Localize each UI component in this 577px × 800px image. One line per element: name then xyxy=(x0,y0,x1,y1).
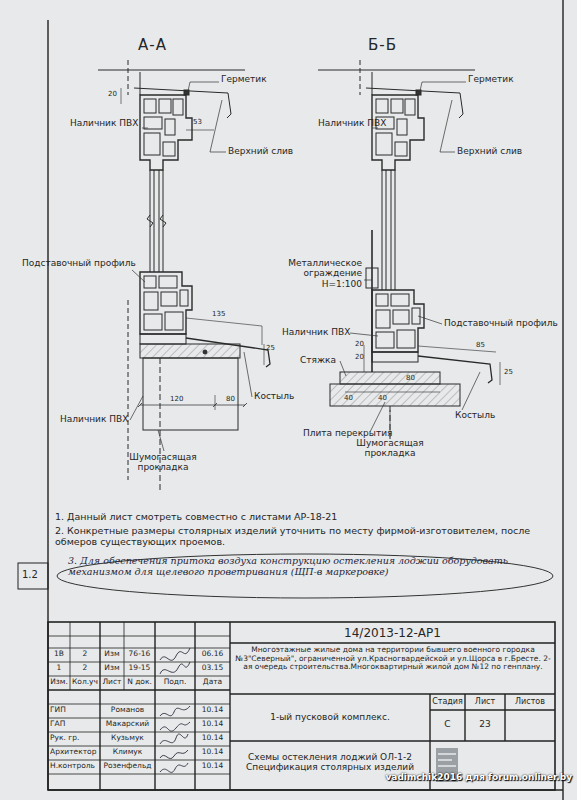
dimension: 80 xyxy=(406,374,415,382)
part-label: Верхний слив xyxy=(457,146,522,156)
part-label: Герметик xyxy=(221,74,267,84)
part-label: Герметик xyxy=(468,74,514,84)
table-cell: 2 xyxy=(70,650,100,659)
dimension: 20 xyxy=(108,90,117,98)
table-cell: С xyxy=(430,719,465,729)
note: 2. Конкретные размеры столярных изделий … xyxy=(55,526,560,548)
table-cell: 10.14 xyxy=(195,734,230,743)
dimension: 135 xyxy=(212,310,225,318)
table-cell: ГАП xyxy=(50,720,65,729)
watermark: vadimchik2016 для forum.onliner.by xyxy=(385,772,572,782)
table-cell: 1-ый пусковой комплекс. xyxy=(230,712,430,722)
part-label: Подставочный профиль xyxy=(444,318,558,328)
table-cell: Романов xyxy=(100,706,155,715)
part-label: Костыль xyxy=(455,410,495,420)
table-cell: Подп. xyxy=(155,678,195,687)
table-cell: 10.14 xyxy=(195,706,230,715)
sheet-ref: 1.2 xyxy=(22,569,38,581)
part-label: Наличник ПВХ xyxy=(318,118,386,128)
part-label: Шумогасящая прокладка xyxy=(345,438,435,459)
note: 1. Данный лист смотреть совместно с лист… xyxy=(55,512,337,523)
drawing-code: 14/2013-12-АР1 xyxy=(230,627,555,641)
table-cell: Архитектор xyxy=(50,748,96,757)
sheet-title: Схемы остекления лоджий ОЛ-1-2 Специфика… xyxy=(232,752,428,773)
table-cell: Изм xyxy=(100,650,124,659)
table-cell: Листов xyxy=(505,697,555,706)
part-label: Подставочный профиль xyxy=(22,258,136,268)
table-cell: ГИП xyxy=(50,706,66,715)
part-label: Наличник ПВХ xyxy=(282,327,350,337)
table-cell: Стадия xyxy=(430,697,465,706)
handwritten-note: 3. Для обеспечения притока воздуха конст… xyxy=(68,556,538,578)
section-title: А-А xyxy=(138,37,167,54)
table-cell: 76-16 xyxy=(124,650,155,659)
part-label: Наличник ПВХ xyxy=(70,118,138,128)
table-cell: Рук. гр. xyxy=(50,734,79,743)
part-label: Костыль xyxy=(254,391,294,401)
table-cell: Розенфельд xyxy=(100,762,155,771)
dimension: 53 xyxy=(193,118,202,126)
table-cell: 03.15 xyxy=(195,664,230,673)
dimension: 85 xyxy=(476,341,485,349)
project-name: Многоэтажные жилые дома на территории бы… xyxy=(234,646,552,672)
dimension: 40 xyxy=(344,394,353,402)
section-title: Б-Б xyxy=(368,37,397,54)
part-label: Шумогасящая прокладка xyxy=(118,452,208,473)
table-cell: 23 xyxy=(465,719,505,729)
table-cell: Лист xyxy=(100,678,124,687)
table-cell: 19-15 xyxy=(124,664,155,673)
dimension: 25 xyxy=(504,368,513,376)
table-cell: Лист xyxy=(465,697,505,706)
part-label: Стяжка xyxy=(300,355,336,365)
table-cell: Кол.уч xyxy=(70,678,100,687)
table-cell: 10.14 xyxy=(195,762,230,771)
table-cell: Климук xyxy=(100,748,155,757)
dimension: 20 xyxy=(355,340,364,348)
dimension: 25 xyxy=(266,344,275,352)
dimension: 40 xyxy=(378,394,387,402)
table-cell: Макарский xyxy=(100,720,155,729)
table-cell: 10.14 xyxy=(195,720,230,729)
table-cell: Кузьмук xyxy=(100,734,155,743)
dimension: 20 xyxy=(355,353,364,361)
table-cell: 1 xyxy=(48,664,70,673)
dimension: 80 xyxy=(226,395,235,403)
table-cell: Изм. xyxy=(48,678,70,687)
table-cell: N док. xyxy=(124,678,155,687)
part-label: Верхний слив xyxy=(228,146,293,156)
table-cell: Изм xyxy=(100,664,124,673)
table-cell: 2 xyxy=(70,664,100,673)
part-label: Плита перекрытия xyxy=(303,428,392,438)
table-cell: Н.контроль xyxy=(50,762,95,771)
table-cell: 06.16 xyxy=(195,650,230,659)
table-cell: 10.14 xyxy=(195,748,230,757)
table-cell: Дата xyxy=(195,678,230,687)
dimension: 120 xyxy=(170,395,183,403)
table-cell: 1В xyxy=(48,650,70,659)
part-label: Металлическое ограждение Н=1:100 xyxy=(262,258,362,289)
part-label: Наличник ПВХ xyxy=(60,414,128,424)
